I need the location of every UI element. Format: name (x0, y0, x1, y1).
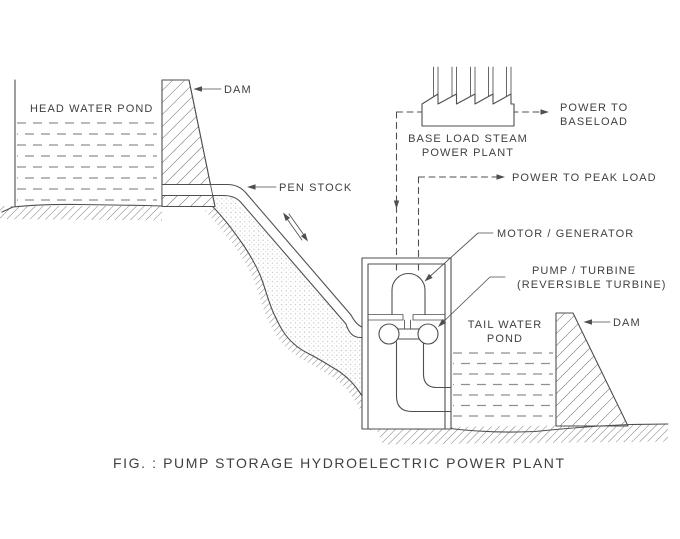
tail-water-pond-label-line2: POND (487, 333, 523, 345)
dam-right (555, 312, 629, 427)
generator-floor-left (367, 314, 404, 321)
generator-floor-right (412, 314, 446, 321)
power-to-baseload-label-line2: BASELOAD (560, 116, 628, 128)
base-load-steam-plant: BASE LOAD STEAM POWER PLANT (408, 66, 528, 159)
dam-right-outline (555, 312, 629, 427)
motor-generator-icon (391, 272, 426, 316)
slope-tick-hatch (205, 207, 378, 431)
power-to-baseload-label-line1: POWER TO (560, 102, 628, 114)
powerhouse-inner-wall (367, 263, 446, 430)
base-plant-label-line2: POWER PLANT (422, 147, 514, 159)
dam-left-edge-over-pipe (161, 79, 216, 207)
factory-chimneys-icon (433, 66, 512, 98)
figure-caption: FIG. : PUMP STORAGE HYDROELECTRIC POWER … (113, 455, 566, 471)
factory-building-icon (421, 93, 515, 127)
powerhouse (361, 257, 452, 430)
hillside-stipple (212, 196, 362, 397)
dam-left-label: DAM (224, 84, 252, 96)
annotations: DAM PEN STOCK POWER TO BASELOAD POWER TO… (193, 84, 667, 329)
head-pond-water-lines (17, 122, 157, 201)
shaft-icon (404, 319, 411, 330)
tail-water-pond: TAIL WATER POND (453, 319, 553, 417)
ground-left (0, 203, 163, 221)
powerhouse-outer-wall (361, 257, 452, 430)
pen-stock-label: PEN STOCK (279, 182, 352, 194)
head-water-pond-label: HEAD WATER POND (30, 103, 153, 115)
flow-direction-arrows (280, 210, 311, 244)
tail-water-pond-label-line1: TAIL WATER (468, 319, 543, 331)
pump-turbine-left-icon (378, 323, 400, 345)
pump-turbine-label-line2: (REVERSIBLE TURBINE) (517, 279, 667, 291)
draft-tube-outer (395, 341, 451, 413)
pump-turbine-label-line1: PUMP / TURBINE (532, 265, 636, 277)
slope-line (212, 206, 379, 428)
head-water-pond: HEAD WATER POND (14, 79, 157, 207)
base-plant-label-line1: BASE LOAD STEAM (408, 133, 528, 145)
motor-generator-label: MOTOR / GENERATOR (497, 228, 634, 240)
pump-turbine-right-icon (417, 323, 439, 345)
dam-right-label: DAM (613, 317, 641, 329)
hillside (205, 196, 379, 431)
tail-pond-water-lines (453, 352, 553, 417)
draft-tube-inner (422, 341, 451, 389)
power-to-peak-load-label: POWER TO PEAK LOAD (512, 172, 657, 184)
